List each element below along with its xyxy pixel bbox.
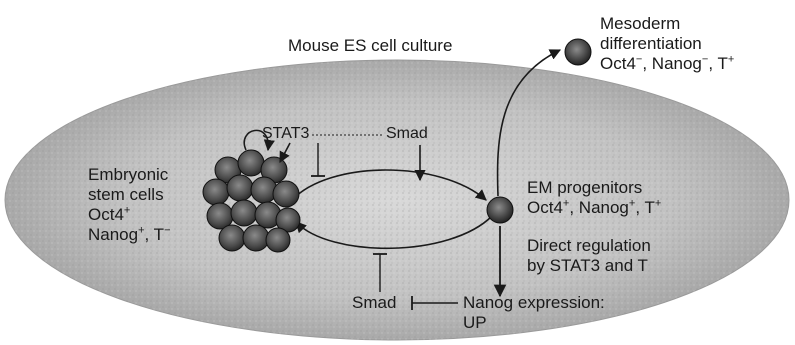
em-progenitor-label: EM progenitors Oct4+, Nanog+, T+ (527, 178, 661, 218)
smad-bottom-label: Smad (352, 293, 396, 313)
mesoderm-line-1: Mesoderm (600, 14, 734, 34)
smad-top-label: Smad (386, 124, 428, 144)
es-cell-label: Embryonic stem cells Oct4+ Nanog+, T− (88, 165, 171, 245)
culture-label: Mouse ES cell culture (288, 36, 452, 56)
es-line-4: Nanog+, T− (88, 225, 171, 245)
mesoderm-line-2: differentiation (600, 34, 734, 54)
nanog-up-label: UP (463, 313, 487, 333)
mesoderm-line-3: Oct4−, Nanog−, T+ (600, 54, 734, 74)
em-progenitor-cell (487, 197, 513, 223)
nanog-expression-label: Nanog expression: (463, 293, 605, 313)
em-line-1: EM progenitors (527, 178, 661, 198)
es-line-1: Embryonic (88, 165, 171, 185)
es-line-2: stem cells (88, 185, 171, 205)
mesoderm-label: Mesoderm differentiation Oct4−, Nanog−, … (600, 14, 734, 74)
mesoderm-cell (565, 39, 591, 65)
stat3-label: STAT3 (262, 124, 309, 144)
es-line-3: Oct4+ (88, 205, 171, 225)
em-line-2: Oct4+, Nanog+, T+ (527, 198, 661, 218)
